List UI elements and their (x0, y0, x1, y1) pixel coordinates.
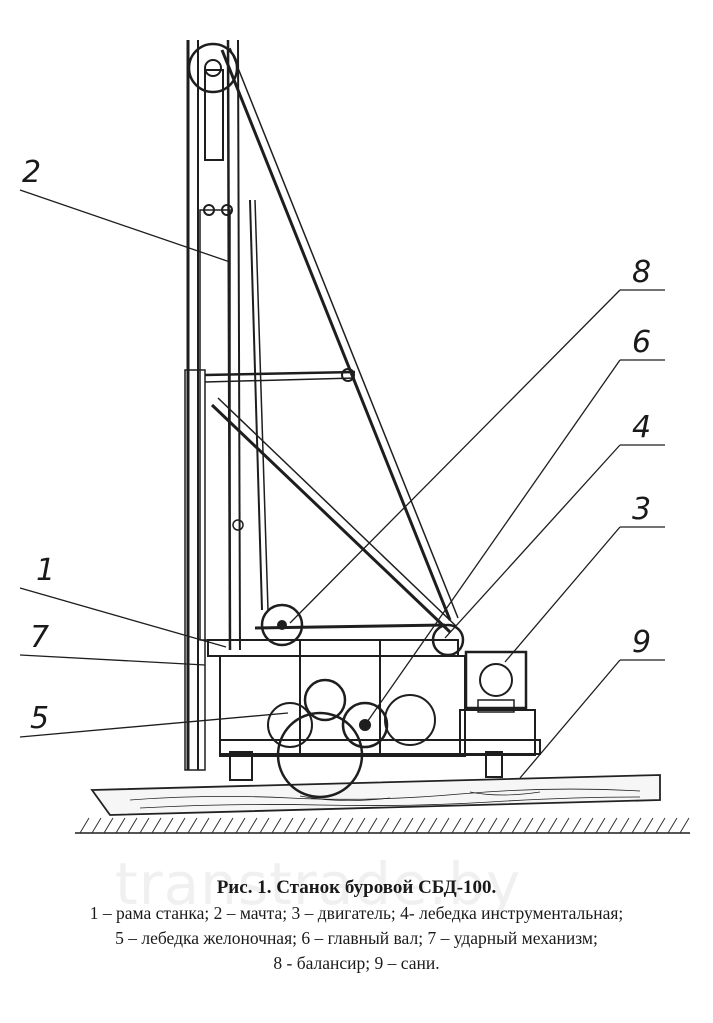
ground-hatch-stroke (535, 817, 546, 834)
ground-hatch-stroke (643, 817, 654, 834)
drilling-rig-drawing: 2 1 7 5 8 6 4 3 9 (19, 39, 690, 834)
callout-5: 5 (30, 701, 49, 736)
callout-8: 8 (632, 255, 651, 290)
ground-hatch-stroke (319, 817, 330, 834)
ground-hatch-stroke (331, 817, 342, 834)
ground-hatch-stroke (403, 817, 414, 834)
ground-hatch-stroke (355, 817, 366, 834)
ground-hatch-stroke (379, 817, 390, 834)
callout-6: 6 (632, 325, 651, 360)
ground-hatch-stroke (487, 817, 498, 834)
ground-hatch-stroke (631, 817, 642, 834)
ground-hatch-stroke (343, 817, 354, 834)
ground-hatch-stroke (415, 817, 426, 834)
ground-hatch-stroke (367, 817, 378, 834)
ground-hatch-stroke (523, 817, 534, 834)
guy-rods (210, 47, 459, 634)
ground-hatch-stroke (475, 817, 486, 834)
ground-hatch-stroke (559, 817, 570, 834)
ground-hatch-stroke (667, 817, 678, 834)
legend-line-3: 8 - балансир; 9 – сани. (273, 953, 440, 973)
ground-hatch-stroke (247, 817, 258, 834)
ground-hatch-stroke (655, 817, 666, 834)
mast (184, 39, 356, 771)
engine (464, 650, 528, 713)
ground-hatch-stroke (223, 817, 234, 834)
ground-hatch-stroke (571, 817, 582, 834)
ground-hatch-stroke (427, 817, 438, 834)
ground-hatch-stroke (259, 817, 270, 834)
legend-line-2: 5 – лебедка желоночная; 6 – главный вал;… (115, 928, 598, 948)
callout-leaders (19, 189, 665, 779)
ground-hatch-stroke (211, 817, 222, 834)
ground-hatch-stroke (151, 817, 162, 834)
ground-hatch-stroke (547, 817, 558, 834)
sled (90, 774, 661, 816)
callout-9: 9 (632, 625, 651, 660)
ground-hatch-stroke (187, 817, 198, 834)
ground-hatch-stroke (139, 817, 150, 834)
ground-hatch-stroke (235, 817, 246, 834)
ground-hatch-stroke (499, 817, 510, 834)
ground-hatch-stroke (511, 817, 522, 834)
winches (267, 678, 436, 799)
ground-hatch-stroke (391, 817, 402, 834)
ground-hatch-stroke (463, 817, 474, 834)
ground-hatch-stroke (175, 817, 186, 834)
ground-hatch-stroke (439, 817, 450, 834)
callout-3: 3 (632, 492, 651, 527)
figure-title: Рис. 1. Станок буровой СБД-100. (216, 877, 497, 898)
ground-hatch-stroke (307, 817, 318, 834)
ground-hatch-stroke (295, 817, 306, 834)
ground (75, 817, 690, 834)
callout-2: 2 (22, 155, 41, 190)
watermark: transtrade.by (115, 850, 522, 918)
ground-hatch-stroke (271, 817, 282, 834)
ground-hatch-stroke (163, 817, 174, 834)
ground-hatch-stroke (91, 817, 102, 834)
ground-hatch-stroke (283, 817, 294, 834)
ground-hatch-stroke (583, 817, 594, 834)
callout-1: 1 (36, 553, 55, 588)
ground-hatch-stroke (679, 817, 690, 834)
figure-caption: Рис. 1. Станок буровой СБД-100. 1 – рама… (0, 875, 713, 976)
ground-hatch-stroke (199, 817, 210, 834)
ground-hatch-stroke (127, 817, 138, 834)
ground-hatch-stroke (103, 817, 114, 834)
ground-hatch-stroke (115, 817, 126, 834)
ground-hatch-stroke (619, 817, 630, 834)
ground-hatch-stroke (607, 817, 618, 834)
legend-line-1: 1 – рама станка; 2 – мачта; 3 – двигател… (89, 903, 624, 923)
callout-4: 4 (632, 410, 651, 445)
callout-7: 7 (30, 620, 49, 655)
balancer (254, 603, 465, 657)
ground-hatch-stroke (79, 817, 90, 834)
ground-hatch-stroke (451, 817, 462, 834)
ground-hatch-stroke (595, 817, 606, 834)
frame (207, 639, 541, 781)
